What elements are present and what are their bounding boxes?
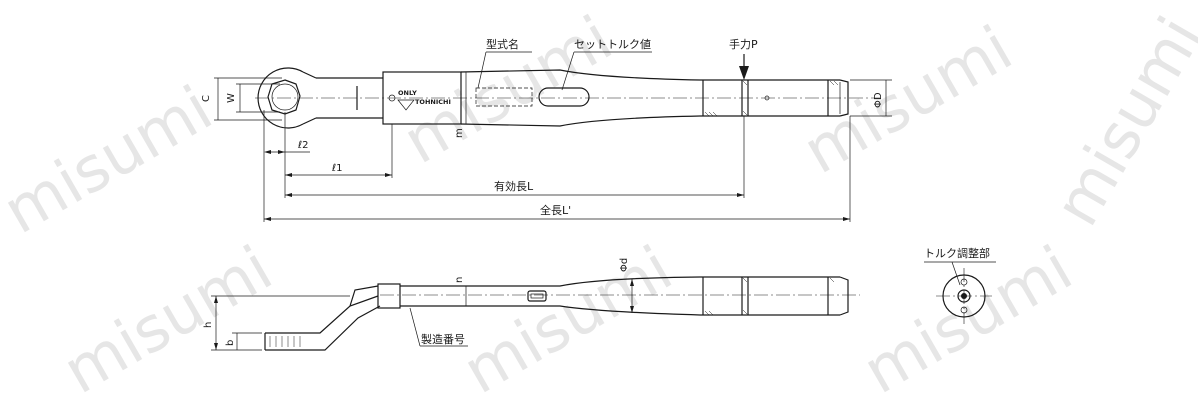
side-end-cap — [839, 276, 849, 316]
neck-edge — [302, 71, 317, 79]
torque-adjust-label: トルク調整部 — [924, 246, 990, 260]
watermark-text: misumi — [1040, 5, 1198, 238]
grip-knurl-top — [704, 80, 839, 117]
arrow — [630, 279, 634, 286]
watermark-text: misumi — [0, 71, 224, 248]
watermark-text: misumi — [51, 231, 284, 400]
end-view-hole-top — [960, 278, 968, 286]
arrow — [214, 296, 218, 303]
wrench-top-view: ONLY TOHNICHI — [255, 67, 880, 129]
arrow — [737, 193, 744, 197]
watermark-text: misumi — [791, 11, 1024, 188]
end-view: トルク調整部 — [924, 246, 996, 324]
adjust-screw-outer — [957, 289, 971, 303]
side-view-dimensions: n Φd h b 製造番号 — [203, 258, 634, 351]
dim-phiD-label: ΦD — [873, 92, 884, 108]
set-torque-slot — [538, 87, 590, 107]
dim-phid-label: Φd — [619, 258, 630, 272]
leader-line — [561, 51, 575, 91]
dim-h-label: h — [203, 322, 214, 328]
arrow — [385, 173, 392, 177]
arrow — [264, 217, 271, 221]
effective-length-label: 有効長L — [494, 179, 534, 193]
model-name-window — [475, 87, 533, 107]
arrow — [285, 173, 292, 177]
top-view-dimensions: C W m ΦD ℓ2 ℓ1 有効長L — [201, 72, 892, 222]
side-neck-top — [349, 285, 379, 307]
body-top-edge — [460, 69, 840, 81]
ring-12point-opening — [267, 79, 301, 115]
ring-inner-circle — [271, 83, 299, 111]
side-grip-knurl — [704, 277, 835, 316]
hand-force-arrow-head — [739, 66, 749, 80]
watermark-text: misumi — [451, 231, 684, 400]
arrow — [285, 193, 292, 197]
watermark-text: misumi — [391, 1, 624, 178]
wrench-side-view — [264, 276, 860, 351]
arrow — [278, 150, 285, 154]
brand-logo-mark — [397, 99, 415, 111]
arrow — [214, 343, 218, 350]
overall-length-label: 全長L' — [540, 203, 571, 217]
side-head-top — [265, 295, 379, 334]
dim-l1-label: ℓ1 — [332, 163, 343, 174]
head-pin — [388, 94, 396, 102]
leader-line — [477, 51, 487, 89]
side-body-top — [400, 276, 840, 287]
ring-head-outline — [257, 67, 304, 129]
end-view-hole-bottom — [960, 306, 968, 314]
side-body-bottom — [400, 305, 840, 316]
side-head-knurl — [269, 336, 301, 347]
top-view-callouts: 型式名 セットトルク値 手力P — [477, 37, 758, 91]
dim-c-label: C — [201, 95, 212, 102]
dim-l2-label: ℓ2 — [298, 140, 309, 151]
arrow — [843, 217, 850, 221]
arrow — [630, 306, 634, 313]
body-bottom-edge — [460, 115, 840, 127]
dim-m-label: m — [454, 128, 465, 138]
side-head-block — [377, 283, 401, 309]
serial-number-label: 製造番号 — [421, 332, 465, 346]
brand-only-text: ONLY — [398, 89, 417, 97]
serial-plate — [527, 290, 547, 302]
serial-leader — [409, 307, 421, 347]
dim-b-label: b — [225, 340, 236, 346]
serial-plate-inner — [530, 293, 544, 299]
adjust-screw-center — [961, 293, 967, 299]
arrow — [264, 150, 271, 154]
grip-dot — [764, 95, 770, 101]
end-cap — [839, 79, 849, 117]
neck-edge — [302, 117, 317, 125]
hand-force-label: 手力P — [729, 37, 758, 51]
dim-w-label: W — [226, 93, 237, 103]
adjust-leader — [951, 261, 961, 286]
body-head-block — [382, 71, 462, 125]
side-head-bottom — [265, 305, 381, 351]
brand-maker-text: TOHNICHI — [415, 98, 451, 106]
model-name-label: 型式名 — [486, 37, 519, 51]
set-torque-label: セットトルク値 — [574, 38, 651, 51]
dim-n-label: n — [454, 277, 465, 283]
